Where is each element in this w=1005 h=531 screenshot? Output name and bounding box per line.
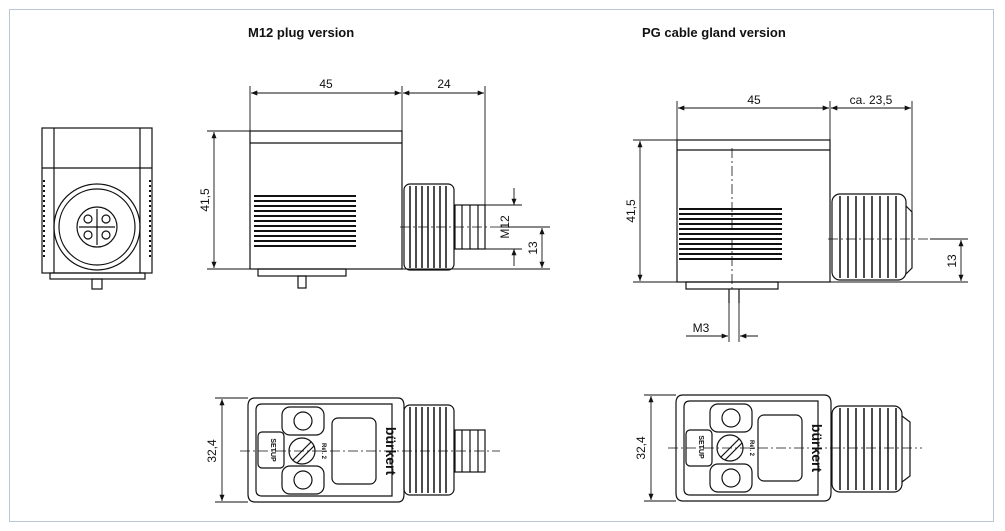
m12-front-view [41,127,153,290]
title-m12-plug-version: M12 plug version [248,25,355,40]
pg-setup-label: SETUP [697,435,704,459]
pg-dimension-lines [633,101,968,342]
pg-top-view [644,394,922,502]
dim-pg-offset: 13 [945,254,959,268]
dim-m12-connector: 24 [437,77,451,91]
dim-pg-height: 41,5 [624,199,638,223]
m12-setup-label: SETUP [269,438,276,462]
dim-m12-depth: 32,4 [205,439,219,463]
title-pg-cable-gland-version: PG cable gland version [642,25,786,40]
m12-side-view [249,130,500,289]
m12-brand-logo: bürkert [383,427,399,476]
drawing-frame [9,9,994,522]
dim-m12-offset: 13 [526,241,540,255]
dim-pg-width: 45 [747,93,761,107]
dim-pg-screw: M3 [693,321,710,335]
dim-m12-width: 45 [319,77,333,91]
dim-pg-depth: 32,4 [634,436,648,460]
dim-m12-height: 41,5 [198,188,212,212]
m12-top-view [215,397,500,503]
pg-brand-logo: bürkert [809,424,825,473]
pg-side-view [676,139,930,303]
m12-dimension-lines [207,86,550,270]
pg-relay-label: Rel. 2 [748,440,754,457]
dim-m12-thread: M12 [498,215,512,239]
dim-pg-gland: ca. 23,5 [850,93,893,107]
m12-relay-label: Rel. 2 [320,443,326,460]
